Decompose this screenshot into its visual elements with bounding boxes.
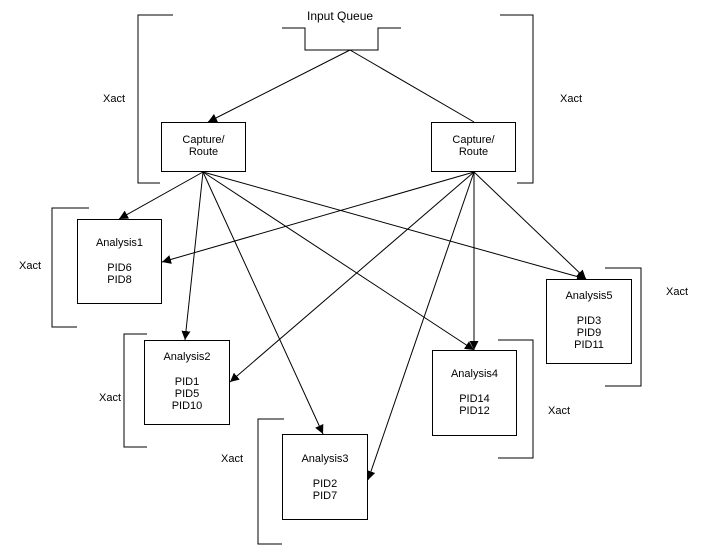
xact-bracket-analysis5 <box>605 267 642 387</box>
pid-label: PID8 <box>107 274 132 286</box>
arrow-queue-to-capture-right <box>349 49 475 123</box>
analysis4-box: Analysis4 PID14 PID12 <box>432 350 517 436</box>
arrow-c1-to-analysis5 <box>202 171 587 281</box>
pid-label: PID7 <box>312 490 338 502</box>
pid-label: PID2 <box>312 478 338 490</box>
capture-route-label-line2: Route <box>188 146 219 158</box>
analysis5-box: Analysis5 PID3 PID9 PID11 <box>546 279 632 364</box>
analysis2-box: Analysis2 PID1 PID5 PID10 <box>144 340 230 425</box>
capture-route-label-line1: Capture/ <box>182 134 225 146</box>
arrow-c2-to-analysis5 <box>473 171 587 280</box>
pid-label: PID11 <box>574 339 604 351</box>
arrow-queue-to-capture-left <box>207 49 351 123</box>
arrow-c1-to-analysis1 <box>118 171 204 220</box>
arrow-c1-to-analysis3 <box>202 171 324 435</box>
pid-label: PID9 <box>576 327 602 339</box>
analysis2-title: Analysis2 <box>163 351 211 363</box>
arrow-c1-to-analysis2 <box>181 171 204 341</box>
analysis2-pid-list: PID1 PID5 PID10 <box>145 376 229 412</box>
xact-bracket-analysis4 <box>498 339 534 459</box>
xact-bracket-capture-left <box>137 14 173 184</box>
analysis1-title: Analysis1 <box>95 237 144 249</box>
pid-label: PID12 <box>459 405 490 417</box>
input-queue-shape <box>282 27 401 51</box>
arrow-c2-to-analysis3 <box>366 171 475 481</box>
xact-bracket-capture-right <box>500 14 534 184</box>
xact-label-analysis4: Xact <box>548 405 571 417</box>
xact-label-analysis2: Xact <box>99 392 122 404</box>
analysis3-pid-list: PID2 PID7 <box>283 478 367 502</box>
capture-route-box-right: Capture/ Route <box>431 122 516 172</box>
pid-label: PID1 <box>174 376 200 388</box>
xact-label-analysis3: Xact <box>221 453 244 465</box>
pid-label: PID10 <box>171 400 203 412</box>
xact-bracket-analysis3 <box>257 418 284 545</box>
capture-route-label-line2: Route <box>458 146 489 158</box>
xact-bracket-analysis2 <box>123 333 147 448</box>
input-queue-label: Input Queue <box>307 9 374 23</box>
analysis4-title: Analysis4 <box>450 368 499 380</box>
pid-label: PID5 <box>174 388 200 400</box>
arrow-c2-to-analysis1 <box>161 171 475 264</box>
analysis1-pid-list: PID6 PID8 <box>78 262 161 286</box>
arrow-c2-to-analysis2 <box>229 171 475 383</box>
analysis5-pid-list: PID3 PID9 PID11 <box>547 315 631 351</box>
xact-label-capture-right: Xact <box>560 93 583 105</box>
analysis3-box: Analysis3 PID2 PID7 <box>282 434 368 520</box>
analysis5-title: Analysis5 <box>565 290 613 302</box>
analysis1-box: Analysis1 PID6 PID8 <box>77 219 162 304</box>
arrow-c1-to-analysis4 <box>202 171 475 351</box>
analysis4-pid-list: PID14 PID12 <box>433 393 516 417</box>
xact-bracket-analysis1 <box>51 207 89 328</box>
pid-label: PID3 <box>576 315 602 327</box>
pid-label: PID14 <box>459 393 490 405</box>
xact-label-capture-left: Xact <box>103 93 126 105</box>
pid-label: PID6 <box>107 262 132 274</box>
capture-route-box-left: Capture/ Route <box>161 122 246 172</box>
xact-label-analysis5: Xact <box>666 286 689 298</box>
xact-label-analysis1: Xact <box>19 260 42 272</box>
analysis3-title: Analysis3 <box>301 453 349 465</box>
capture-route-label-line1: Capture/ <box>452 134 495 146</box>
